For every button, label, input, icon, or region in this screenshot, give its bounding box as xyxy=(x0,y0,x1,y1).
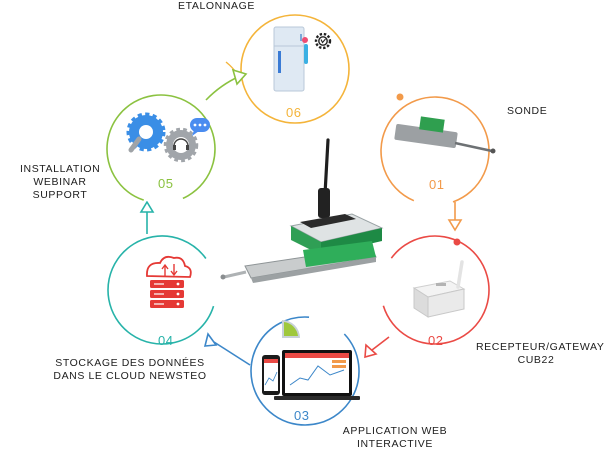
step-03-number: 03 xyxy=(294,408,309,423)
step-06-number: 06 xyxy=(286,105,301,120)
process-cycle-diagram: 06 01 02 03 04 05 xyxy=(106,14,496,426)
step-06-label: ETALONNAGE xyxy=(178,0,255,12)
wireless-sensor-product-icon xyxy=(220,138,384,283)
step-02-label: RECEPTEUR/GATEWAY CUB22 xyxy=(476,341,605,366)
arrow-03-to-04 xyxy=(213,341,251,366)
step-01-number: 01 xyxy=(429,177,444,192)
step-03-label: APPLICATION WEB INTERACTIVE xyxy=(342,425,448,450)
cloud-server-icon xyxy=(146,255,192,308)
step-04-number: 04 xyxy=(158,333,173,348)
arrow-02-to-03 xyxy=(371,336,390,351)
gears-support-icon xyxy=(126,112,210,163)
arrow-05-to-06 xyxy=(205,75,241,101)
step-04-node xyxy=(107,235,217,345)
step-04-label: STOCKAGE DES DONNÉES DANS LE CLOUD NEWST… xyxy=(53,357,207,382)
step-02-node xyxy=(380,235,490,345)
step-05-number: 05 xyxy=(158,176,173,191)
step-01-node xyxy=(380,93,496,206)
calibration-fridge-icon xyxy=(273,26,332,92)
step-06-node xyxy=(225,14,350,124)
cycle-svg: 06 01 02 03 04 05 xyxy=(106,14,496,426)
step-05-label: INSTALLATION WEBINAR SUPPORT xyxy=(20,163,101,201)
linear-sensor-icon xyxy=(394,116,496,154)
step-02-number: 02 xyxy=(428,333,443,348)
step-05-node xyxy=(106,94,216,204)
step-03-node xyxy=(250,316,360,426)
web-app-devices-icon xyxy=(262,320,360,400)
step-01-label: SONDE xyxy=(507,105,548,117)
gateway-box-icon xyxy=(412,260,466,318)
